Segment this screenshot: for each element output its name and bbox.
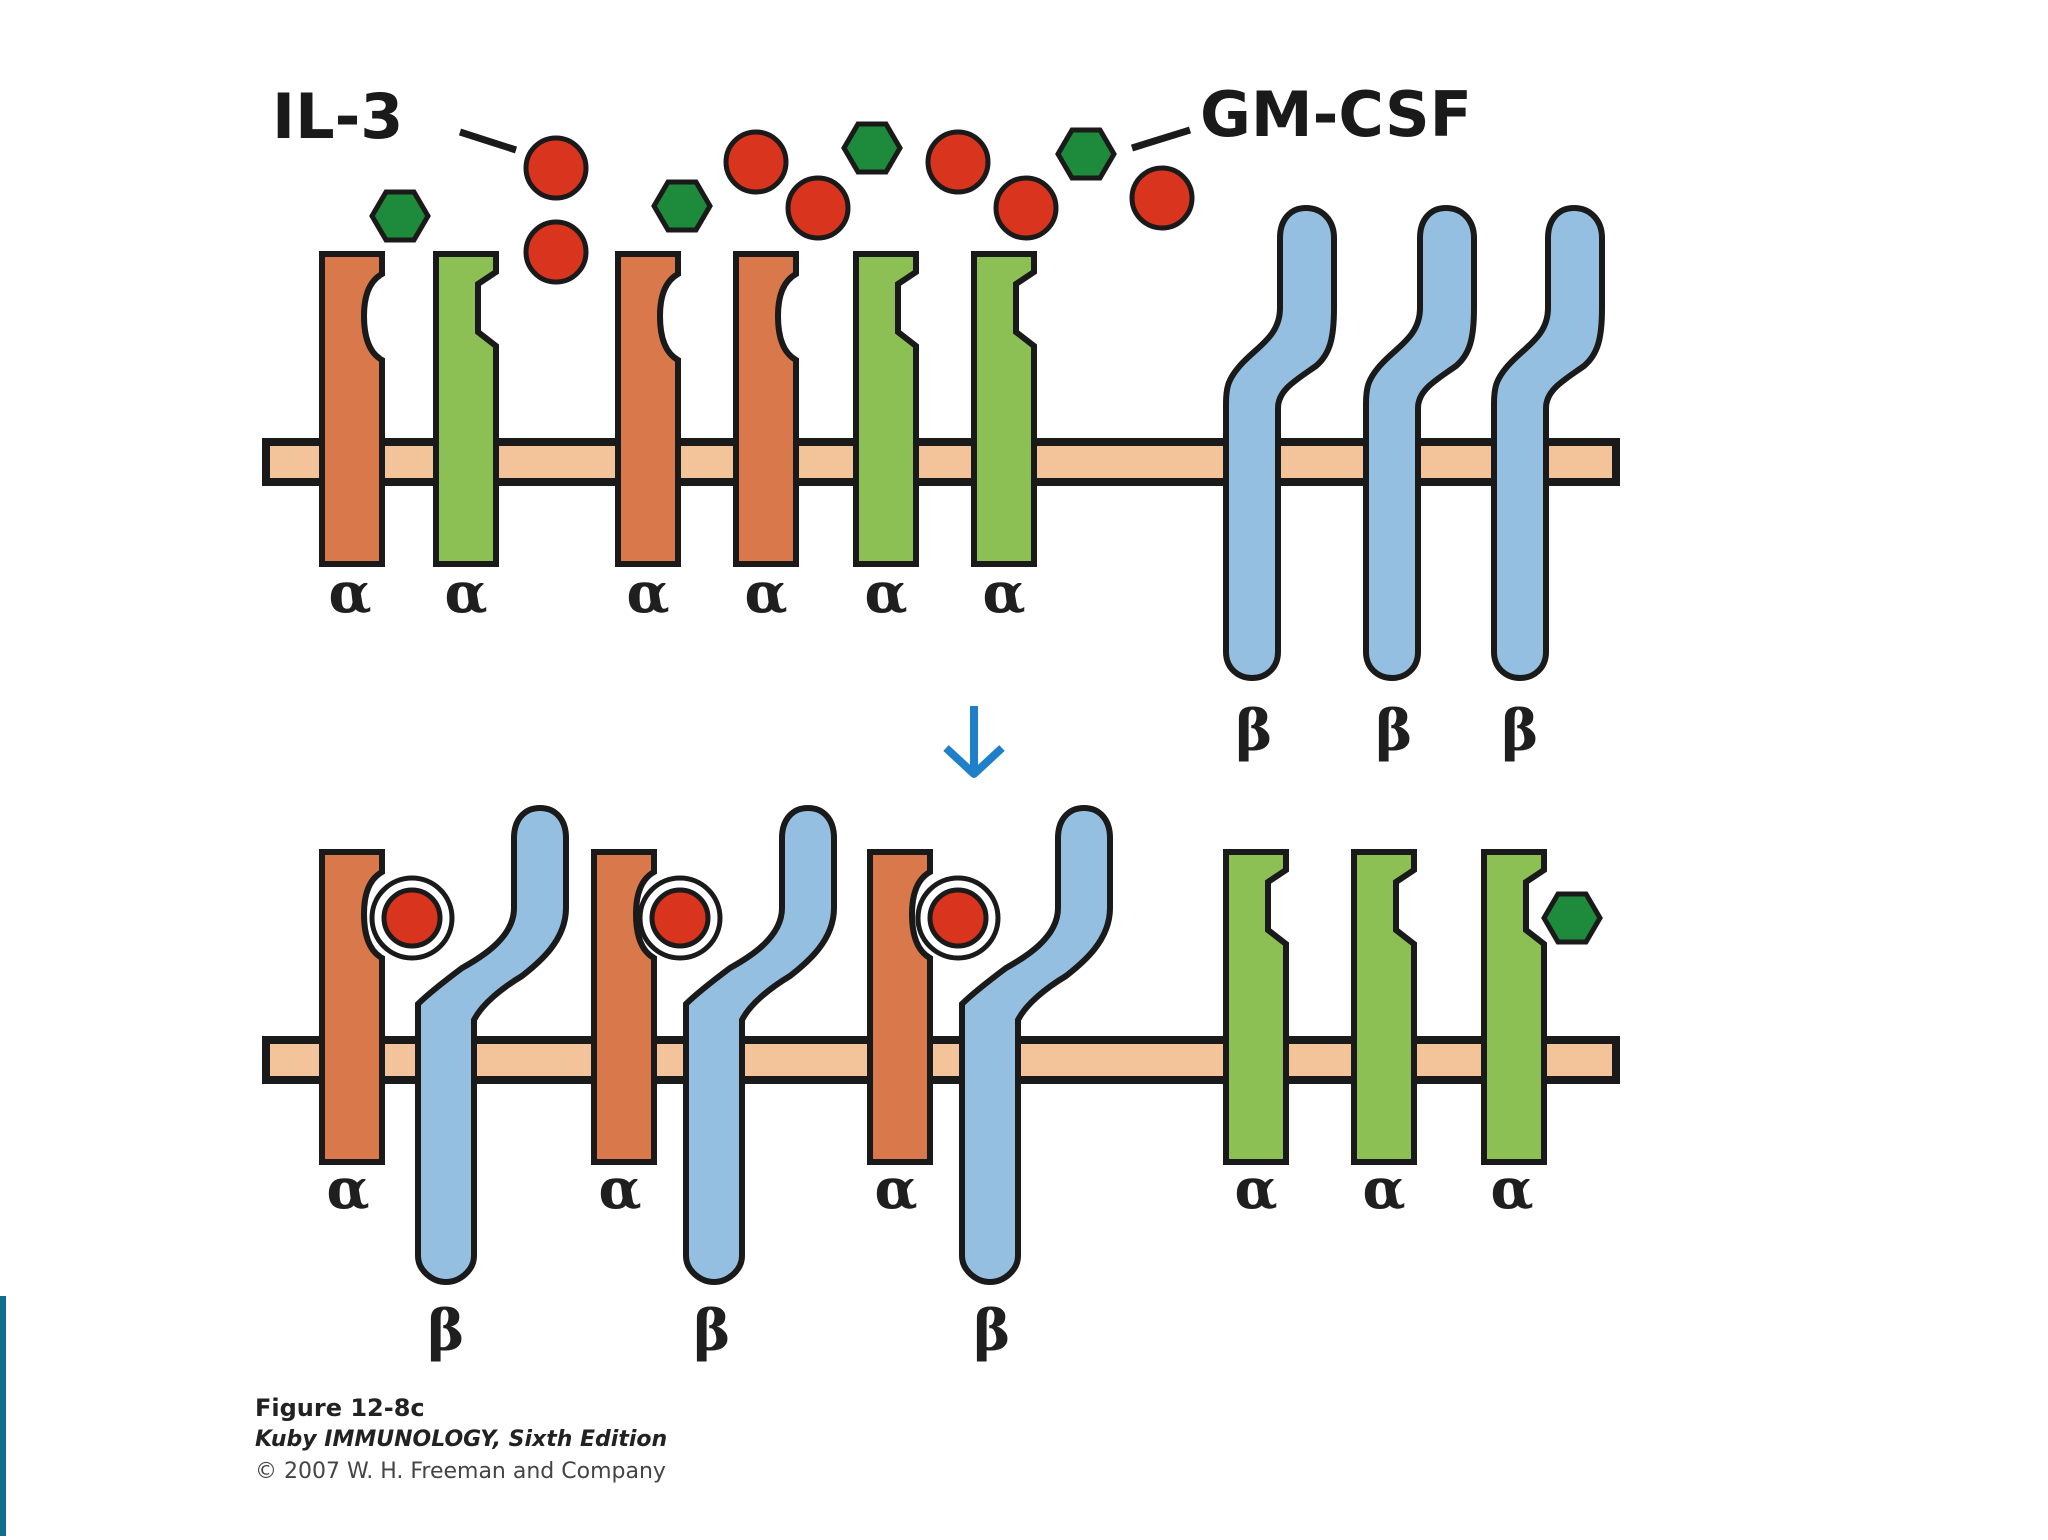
il3-ligand xyxy=(1129,165,1195,231)
top-alpha-labels: α α α α α α xyxy=(328,560,1025,626)
bottom-beta-labels: β β β xyxy=(427,1298,1010,1364)
il3-receptor-complex xyxy=(870,808,1110,1282)
gmcsf-receptor-alpha xyxy=(1226,852,1286,1162)
bottom-gmcsf-alphas xyxy=(1226,852,1600,1162)
top-alpha-receptors xyxy=(322,254,1034,564)
book-title: Kuby IMMUNOLOGY, Sixth Edition xyxy=(255,1427,668,1452)
gmcsf-receptor-alpha xyxy=(856,254,916,564)
slide-edge-accent xyxy=(0,1296,6,1536)
il3-ligand xyxy=(523,135,589,201)
il3-ligand xyxy=(649,887,711,949)
beta-label: β xyxy=(1501,698,1538,764)
gmcsf-ligand xyxy=(844,124,900,172)
gmcsf-receptor-alpha xyxy=(974,254,1034,564)
beta-label: β xyxy=(1375,698,1412,764)
il3-ligand xyxy=(993,175,1059,241)
alpha-label: α xyxy=(328,560,371,626)
gmcsf-label: GM-CSF xyxy=(1200,78,1472,151)
alpha-label: α xyxy=(444,560,487,626)
il3-ligand xyxy=(785,175,851,241)
beta-label: β xyxy=(427,1298,464,1364)
top-beta-labels: β β β xyxy=(1235,698,1538,764)
il3-ligand xyxy=(381,887,443,949)
gmcsf-ligand xyxy=(372,192,428,240)
copyright-line: © 2007 W. H. Freeman and Company xyxy=(255,1459,666,1484)
gmcsf-receptor-alpha xyxy=(1484,852,1544,1162)
figure-caption: Figure 12-8c Kuby IMMUNOLOGY, Sixth Edit… xyxy=(255,1392,955,1488)
alpha-label: α xyxy=(744,560,787,626)
alpha-label: α xyxy=(626,560,669,626)
figure-number: Figure 12-8c xyxy=(255,1394,425,1422)
gmcsf-ligand xyxy=(1544,894,1600,942)
il3-ligand xyxy=(723,129,789,195)
alpha-label: α xyxy=(1234,1156,1277,1222)
gmcsf-ligand xyxy=(654,182,710,230)
il3-label: IL-3 xyxy=(272,80,403,153)
gmcsf-receptor-alpha xyxy=(436,254,496,564)
beta-label: β xyxy=(1235,698,1272,764)
il3-receptor-complex xyxy=(594,808,834,1282)
il3-receptor-alpha xyxy=(736,254,796,564)
free-ligands xyxy=(372,124,1195,285)
alpha-label: α xyxy=(874,1156,917,1222)
alpha-label: α xyxy=(598,1156,641,1222)
alpha-label: α xyxy=(982,560,1025,626)
beta-label: β xyxy=(693,1298,730,1364)
alpha-label: α xyxy=(1362,1156,1405,1222)
beta-label: β xyxy=(973,1298,1010,1364)
gmcsf-leader-line xyxy=(1130,126,1192,152)
bottom-alpha-labels: α α α α α α xyxy=(326,1156,1533,1222)
il3-receptor-alpha xyxy=(618,254,678,564)
gmcsf-ligand xyxy=(1058,130,1114,178)
il3-leader-line xyxy=(458,128,518,154)
il3-ligand xyxy=(927,887,989,949)
il3-receptor-complex xyxy=(322,808,566,1282)
alpha-label: α xyxy=(326,1156,369,1222)
alpha-label: α xyxy=(864,560,907,626)
il3-receptor-alpha xyxy=(322,254,382,564)
il3-ligand xyxy=(523,219,589,285)
gmcsf-receptor-alpha xyxy=(1354,852,1414,1162)
down-arrow-icon xyxy=(943,706,1005,778)
il3-ligand xyxy=(925,129,991,195)
il3-receptor-alpha xyxy=(322,852,382,1162)
alpha-label: α xyxy=(1490,1156,1533,1222)
